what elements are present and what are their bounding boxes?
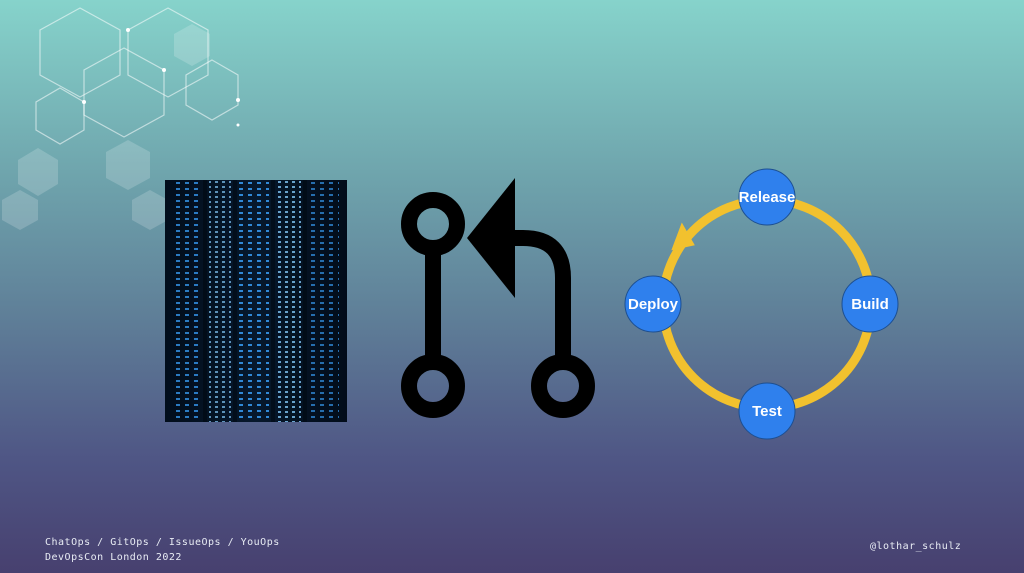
node-label-deploy: Deploy: [628, 296, 679, 313]
footer-left: ChatOps / GitOps / IssueOps / YouOps Dev…: [45, 535, 280, 565]
cycle-ring: [658, 195, 876, 413]
cycle-node-test: Test: [738, 382, 796, 440]
server-rack-image: [165, 180, 347, 422]
footer-topics: ChatOps / GitOps / IssueOps / YouOps: [45, 537, 280, 548]
footer-event: DevOpsCon London 2022: [45, 552, 182, 563]
cycle-node-deploy: Deploy: [624, 275, 682, 333]
cycle-node-build: Build: [841, 275, 899, 333]
node-label-release: Release: [739, 189, 796, 206]
pull-request-icon: [401, 178, 595, 418]
cycle-node-release: Release: [738, 168, 796, 226]
node-label-build: Build: [851, 296, 889, 313]
hexagon-decoration: [2, 7, 240, 230]
node-label-test: Test: [752, 403, 782, 420]
cycle-arrow: [671, 222, 695, 251]
release-cycle-diagram: Release Build Test Deploy: [624, 168, 899, 440]
footer-handle: @lothar_schulz: [870, 541, 962, 552]
